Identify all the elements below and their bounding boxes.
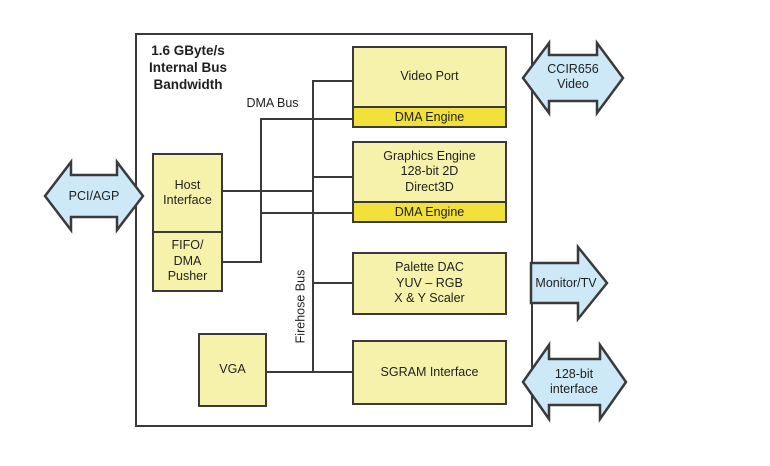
- monitor-tv-label: Monitor/TV: [535, 276, 597, 290]
- ccir656-video-arrow: [521, 39, 625, 117]
- vga-block: VGA: [198, 333, 267, 407]
- graphics-engine-block: Graphics Engine 128-bit 2D Direct3D DMA …: [352, 141, 507, 223]
- fifo-dma-pusher-block: FIFO/ DMA Pusher: [152, 231, 223, 292]
- pci-agp-label: PCI/AGP: [68, 189, 120, 203]
- line-vga-to-sgram: [267, 371, 352, 373]
- firehose-bus-vertical-line: [312, 80, 314, 372]
- video-port-block: Video Port DMA Engine: [352, 46, 507, 128]
- vga-label: VGA: [219, 362, 246, 377]
- line-dma-to-video-dma-engine: [260, 118, 352, 120]
- bandwidth-title: 1.6 GByte/s Internal Bus Bandwidth: [148, 43, 227, 92]
- 128-bit-interface-label: 128-bit interface: [550, 367, 598, 396]
- ccir656-video-label: CCIR656 Video: [547, 62, 599, 91]
- fifo-dma-pusher-label: FIFO/ DMA Pusher: [167, 238, 208, 284]
- line-fifo-to-dma-bus: [223, 261, 262, 263]
- graphics-engine-dma-engine-strip: DMA Engine: [354, 201, 505, 221]
- monitor-tv-arrow: [529, 243, 609, 323]
- palette-dac-block: Palette DAC YUV – RGB X & Y Scaler: [352, 252, 507, 315]
- line-firehose-to-video-port: [313, 80, 352, 82]
- palette-dac-label: Palette DAC YUV – RGB X & Y Scaler: [394, 260, 465, 306]
- firehose-bus-label: Firehose Bus: [293, 269, 308, 344]
- sgram-interface-block: SGRAM Interface: [352, 340, 507, 405]
- 128-bit-interface-arrow: [521, 341, 628, 423]
- sgram-interface-label: SGRAM Interface: [380, 364, 479, 379]
- graphics-engine-label: Graphics Engine 128-bit 2D Direct3D: [383, 148, 476, 194]
- line-firehose-to-palette-dac: [312, 282, 352, 284]
- pci-agp-arrow: [43, 158, 145, 234]
- host-interface-block: Host Interface: [152, 153, 223, 233]
- host-interface-label: Host Interface: [163, 177, 212, 208]
- video-port-label: Video Port: [400, 69, 459, 84]
- dma-bus-label: DMA Bus: [246, 96, 299, 110]
- video-port-dma-engine-strip: DMA Engine: [354, 106, 505, 126]
- line-firehose-to-graphics-engine: [312, 176, 352, 178]
- line-dma-to-graphics-dma-engine: [260, 212, 352, 214]
- line-host-to-firehose: [223, 190, 312, 192]
